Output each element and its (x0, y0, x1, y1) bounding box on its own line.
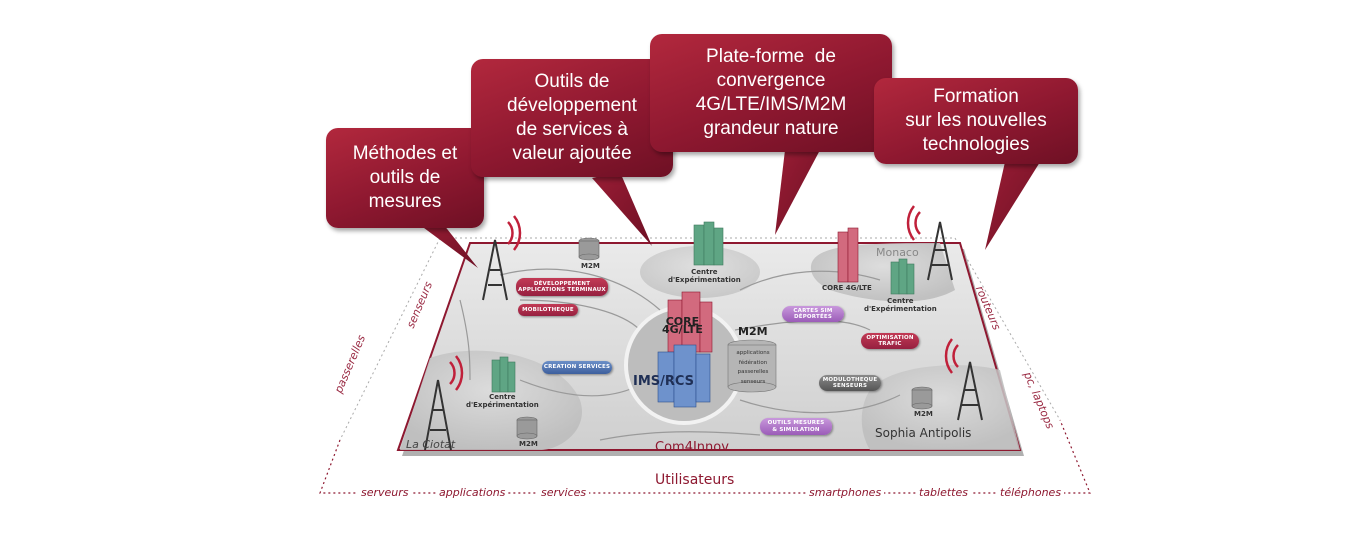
antenna-icon (424, 221, 983, 451)
centre-label-line: Centre (691, 268, 718, 276)
m2m-layer: fédération (738, 359, 768, 366)
m2m-label: M2M (581, 262, 600, 270)
callout-tail-plateforme (775, 150, 820, 235)
callout-outils: Outils de développement de services à va… (471, 59, 673, 177)
m2m-label: M2M (914, 410, 933, 418)
centre-label-line: d'Expérimentation (864, 305, 937, 313)
ims-central-tower (657, 344, 711, 408)
m2m-label: M2M (519, 440, 538, 448)
pill-creation-services: CREATION SERVICES (542, 361, 612, 374)
pill-line: TRAFIC (878, 341, 902, 347)
users-label: Utilisateurs (655, 472, 735, 488)
bottom-item-telephones: téléphones (997, 486, 1065, 499)
bottom-item-serveurs: serveurs (358, 486, 412, 499)
core-central-tower (667, 291, 713, 353)
callout-tail-formation (985, 162, 1040, 250)
callout-line: 4G/LTE/IMS/M2M (695, 94, 847, 115)
callout-line: sur les nouvelles (905, 110, 1047, 131)
callout-line: développement (507, 95, 637, 116)
callout-tail-methodes (420, 220, 478, 268)
callout-line: Méthodes et (352, 143, 458, 164)
callout-line: technologies (922, 134, 1030, 155)
m2m-layer: applications (736, 350, 770, 356)
core-tower-label: CORE 4G/LTE (662, 315, 703, 336)
site-monaco: Monaco (876, 246, 919, 259)
m2m-stack-layers: applications fédération passerelles sens… (732, 349, 774, 387)
core-tower-icon (837, 227, 859, 283)
callout-line: Formation (933, 86, 1019, 107)
centre-label-line: Centre (887, 297, 914, 305)
pill-line: CREATION SERVICES (543, 364, 611, 371)
bottom-item-tablettes: tablettes (916, 486, 971, 499)
callout-line: de services à (516, 119, 628, 140)
sophia-bubble (861, 365, 1020, 450)
bottom-item-smartphones: smartphones (806, 486, 885, 499)
centre-label: Centre d'Expérimentation (466, 393, 539, 409)
m2m-server-icon (516, 237, 933, 440)
core-tower-line: CORE (665, 315, 700, 328)
pill-line: CARTES SIM (793, 307, 833, 314)
m2m-stack-title: M2M (738, 325, 768, 338)
pill-line: APPLICATIONS TERMINAUX (518, 287, 606, 293)
callout-line: valeur ajoutée (512, 143, 632, 164)
callout-plateforme: Plate-forme de convergence 4G/LTE/IMS/M2… (650, 34, 892, 152)
pill-line: OUTILS MESURES (767, 420, 825, 426)
callout-line: outils de (369, 167, 441, 188)
centre-label-line: Centre (489, 393, 516, 401)
callout-line: convergence (716, 70, 826, 91)
centre-label-line: d'Expérimentation (668, 276, 741, 284)
core-tower-line: 4G/LTE (662, 323, 703, 336)
pill-line: DÉPORTÉES (793, 314, 833, 320)
signal-waves-icon (449, 205, 959, 391)
centre-label: Centre d'Expérimentation (668, 268, 741, 284)
outer-dashed-right (954, 237, 1061, 421)
core-4g-lte-label: CORE 4G/LTE (822, 284, 872, 292)
pill-outils-mesures: OUTILS MESURES& SIMULATION (760, 418, 832, 435)
bottom-item-services: services (538, 486, 590, 499)
callout-line: Outils de (534, 71, 610, 92)
m2m-layer: senseurs (740, 378, 766, 385)
platform-name: Com4Innov (655, 440, 729, 455)
callout-tail-outils (592, 172, 652, 246)
centre-top-bubble (640, 246, 760, 298)
pill-line: MOBILOTHEQUE (522, 306, 574, 313)
users-dashed-frame (319, 419, 1091, 494)
site-la-ciotat: La Ciotat (406, 438, 456, 451)
callout-methodes: Méthodes et outils de mesures (326, 128, 484, 228)
m2m-stack-icon (727, 339, 777, 393)
ims-label: IMS/RCS (633, 374, 695, 389)
centre-label-line: d'Expérimentation (466, 401, 539, 409)
pill-line: DÉVELOPPEMENT (533, 280, 591, 287)
callout-line: Plate-forme de (706, 46, 836, 67)
callout-line: mesures (368, 191, 442, 212)
centre-label: Centre d'Expérimentation (864, 297, 937, 313)
pill-mobilotheque: MOBILOTHEQUE (518, 304, 578, 316)
callout-line: grandeur nature (703, 118, 839, 139)
bottom-item-applications: applications (436, 486, 509, 499)
pill-line: SENSEURS (832, 383, 868, 389)
m2m-layer: passerelles (737, 369, 769, 375)
building-icon (491, 221, 915, 393)
site-sophia-antipolis: Sophia Antipolis (875, 426, 972, 440)
pill-line: MODULOTHEQUE (822, 376, 878, 383)
pill-line: OPTIMISATION (866, 334, 914, 341)
callout-formation: Formation sur les nouvelles technologies (874, 78, 1078, 164)
pill-line: & SIMULATION (772, 426, 820, 433)
